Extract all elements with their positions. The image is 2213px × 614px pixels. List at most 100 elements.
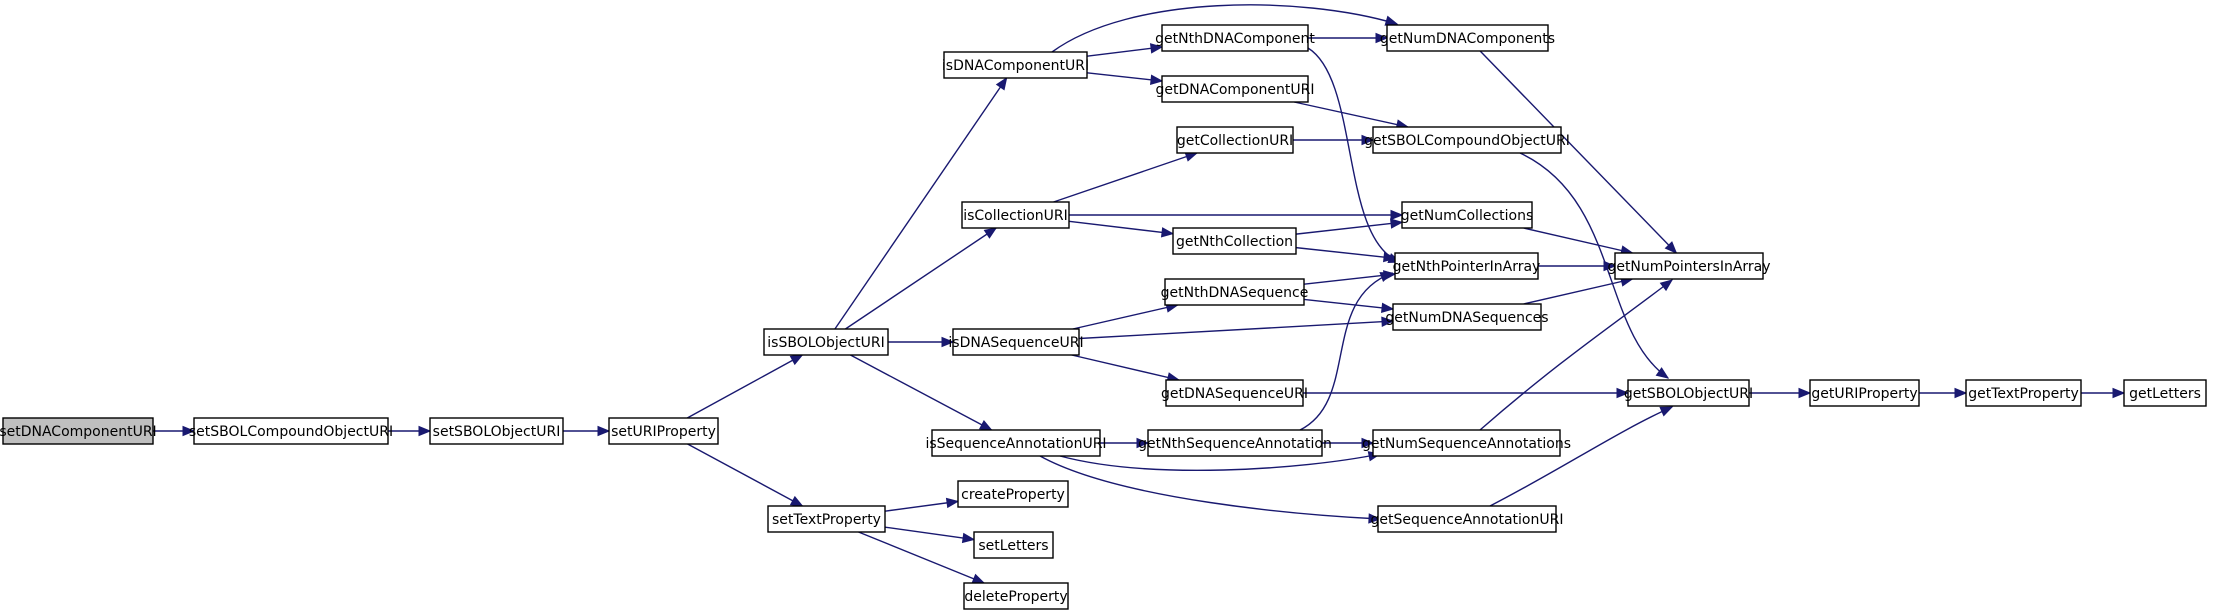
node-getNthCollection[interactable]: getNthCollection: [1172, 227, 1297, 255]
node-box[interactable]: [961, 201, 1070, 229]
node-box[interactable]: [2, 417, 154, 445]
node-label[interactable]: getNthDNASequence: [1161, 285, 1309, 301]
node-label[interactable]: setDNAComponentURI: [0, 424, 157, 440]
node-label[interactable]: getSBOLObjectURI: [1624, 386, 1753, 402]
node-label[interactable]: deleteProperty: [964, 589, 1067, 605]
node-setSBOLCompoundObjectURI[interactable]: setSBOLCompoundObjectURI: [189, 417, 393, 445]
node-label[interactable]: getCollectionURI: [1177, 133, 1293, 149]
node-box[interactable]: [952, 328, 1080, 356]
node-label[interactable]: getNthCollection: [1176, 234, 1293, 250]
node-getTextProperty[interactable]: getTextProperty: [1965, 379, 2082, 407]
node-label[interactable]: isSequenceAnnotationURI: [925, 436, 1106, 452]
node-getNthDNAComponent[interactable]: getNthDNAComponent: [1155, 24, 1315, 52]
node-box[interactable]: [973, 531, 1054, 559]
node-getDNAComponentURI[interactable]: getDNAComponentURI: [1156, 75, 1315, 103]
node-label[interactable]: isDNASequenceURI: [948, 335, 1083, 351]
node-box[interactable]: [1809, 379, 1920, 407]
node-box[interactable]: [1164, 278, 1305, 306]
node-label[interactable]: isDNAComponentURI: [942, 58, 1089, 74]
node-label[interactable]: getLetters: [2129, 386, 2201, 402]
node-getNumPointersInArray[interactable]: getNumPointersInArray: [1607, 252, 1771, 280]
node-getNumDNASequences[interactable]: getNumDNASequences: [1385, 303, 1549, 331]
node-setSBOLObjectURI[interactable]: setSBOLObjectURI: [429, 417, 564, 445]
node-setDNAComponentURI[interactable]: setDNAComponentURI: [0, 417, 157, 445]
node-box[interactable]: [963, 582, 1069, 610]
node-getSBOLObjectURI[interactable]: getSBOLObjectURI: [1624, 379, 1753, 407]
node-label[interactable]: getNthDNAComponent: [1155, 31, 1315, 47]
node-label[interactable]: getNumDNASequences: [1385, 310, 1548, 326]
node-label[interactable]: setURIProperty: [611, 424, 716, 440]
node-label[interactable]: setTextProperty: [772, 512, 881, 528]
node-label[interactable]: getSBOLCompoundObjectURI: [1364, 133, 1570, 149]
node-box[interactable]: [193, 417, 389, 445]
node-label[interactable]: getURIProperty: [1811, 386, 1917, 402]
node-box[interactable]: [608, 417, 719, 445]
node-box[interactable]: [1165, 379, 1304, 407]
node-label[interactable]: isCollectionURI: [963, 208, 1068, 224]
node-isSBOLObjectURI[interactable]: isSBOLObjectURI: [763, 328, 889, 356]
node-box[interactable]: [1161, 75, 1309, 103]
node-label[interactable]: createProperty: [961, 487, 1065, 503]
node-setLetters[interactable]: setLetters: [973, 531, 1054, 559]
node-label[interactable]: getNthSequenceAnnotation: [1138, 436, 1332, 452]
node-setTextProperty[interactable]: setTextProperty: [767, 505, 886, 533]
node-label[interactable]: setSBOLCompoundObjectURI: [189, 424, 393, 440]
node-box[interactable]: [1161, 24, 1309, 52]
node-isSequenceAnnotationURI[interactable]: isSequenceAnnotationURI: [925, 429, 1107, 457]
node-box[interactable]: [1372, 429, 1561, 457]
node-label[interactable]: getNumSequenceAnnotations: [1362, 436, 1571, 452]
node-getNthPointerInArray[interactable]: getNthPointerInArray: [1393, 252, 1541, 280]
node-box[interactable]: [943, 51, 1088, 79]
node-getNumDNAComponents[interactable]: getNumDNAComponents: [1380, 24, 1555, 52]
node-createProperty[interactable]: createProperty: [957, 480, 1069, 508]
arrowhead-icon: [1384, 15, 1399, 26]
node-box[interactable]: [2123, 379, 2207, 407]
node-label[interactable]: getNthPointerInArray: [1393, 259, 1541, 275]
node-label[interactable]: isSBOLObjectURI: [767, 335, 884, 351]
node-getLetters[interactable]: getLetters: [2123, 379, 2207, 407]
node-label[interactable]: getTextProperty: [1968, 386, 2079, 402]
edge-line: [687, 443, 803, 507]
node-isCollectionURI[interactable]: isCollectionURI: [961, 201, 1070, 229]
node-label[interactable]: setLetters: [978, 538, 1048, 554]
node-label[interactable]: getNumCollections: [1401, 208, 1534, 224]
node-getNumCollections[interactable]: getNumCollections: [1401, 201, 1534, 229]
node-box[interactable]: [429, 417, 564, 445]
node-box[interactable]: [1401, 201, 1533, 229]
node-box[interactable]: [1176, 126, 1294, 154]
node-isDNASequenceURI[interactable]: isDNASequenceURI: [948, 328, 1084, 356]
edge-line: [1072, 304, 1178, 330]
node-label[interactable]: getNumPointersInArray: [1607, 259, 1770, 275]
node-getCollectionURI[interactable]: getCollectionURI: [1176, 126, 1294, 154]
node-deleteProperty[interactable]: deleteProperty: [963, 582, 1069, 610]
node-box[interactable]: [763, 328, 889, 356]
node-box[interactable]: [931, 429, 1101, 457]
node-isDNAComponentURI[interactable]: isDNAComponentURI: [942, 51, 1089, 79]
node-box[interactable]: [1614, 252, 1764, 280]
node-label[interactable]: getDNAComponentURI: [1156, 82, 1315, 98]
node-box[interactable]: [1627, 379, 1750, 407]
node-box[interactable]: [1394, 252, 1539, 280]
node-label[interactable]: getNumDNAComponents: [1380, 31, 1555, 47]
node-getDNASequenceURI[interactable]: getDNASequenceURI: [1161, 379, 1308, 407]
node-box[interactable]: [1392, 303, 1542, 331]
node-getNthSequenceAnnotation[interactable]: getNthSequenceAnnotation: [1138, 429, 1332, 457]
node-box[interactable]: [1965, 379, 2082, 407]
node-setURIProperty[interactable]: setURIProperty: [608, 417, 719, 445]
node-box[interactable]: [957, 480, 1069, 508]
node-box[interactable]: [1377, 505, 1557, 533]
node-label[interactable]: getDNASequenceURI: [1161, 386, 1308, 402]
node-getSBOLCompoundObjectURI[interactable]: getSBOLCompoundObjectURI: [1364, 126, 1570, 154]
node-box[interactable]: [1372, 126, 1562, 154]
node-box[interactable]: [1386, 24, 1549, 52]
node-box[interactable]: [1147, 429, 1323, 457]
node-getNumSequenceAnnotations[interactable]: getNumSequenceAnnotations: [1362, 429, 1571, 457]
node-box[interactable]: [1172, 227, 1297, 255]
node-getNthDNASequence[interactable]: getNthDNASequence: [1161, 278, 1309, 306]
node-getURIProperty[interactable]: getURIProperty: [1809, 379, 1920, 407]
node-getSequenceAnnotationURI[interactable]: getSequenceAnnotationURI: [1371, 505, 1564, 533]
node-box[interactable]: [767, 505, 886, 533]
node-label[interactable]: setSBOLObjectURI: [433, 424, 561, 440]
edge-setSBOLCompoundObjectURI-to-setSBOLObjectURI: [388, 425, 432, 437]
node-label[interactable]: getSequenceAnnotationURI: [1371, 512, 1564, 528]
